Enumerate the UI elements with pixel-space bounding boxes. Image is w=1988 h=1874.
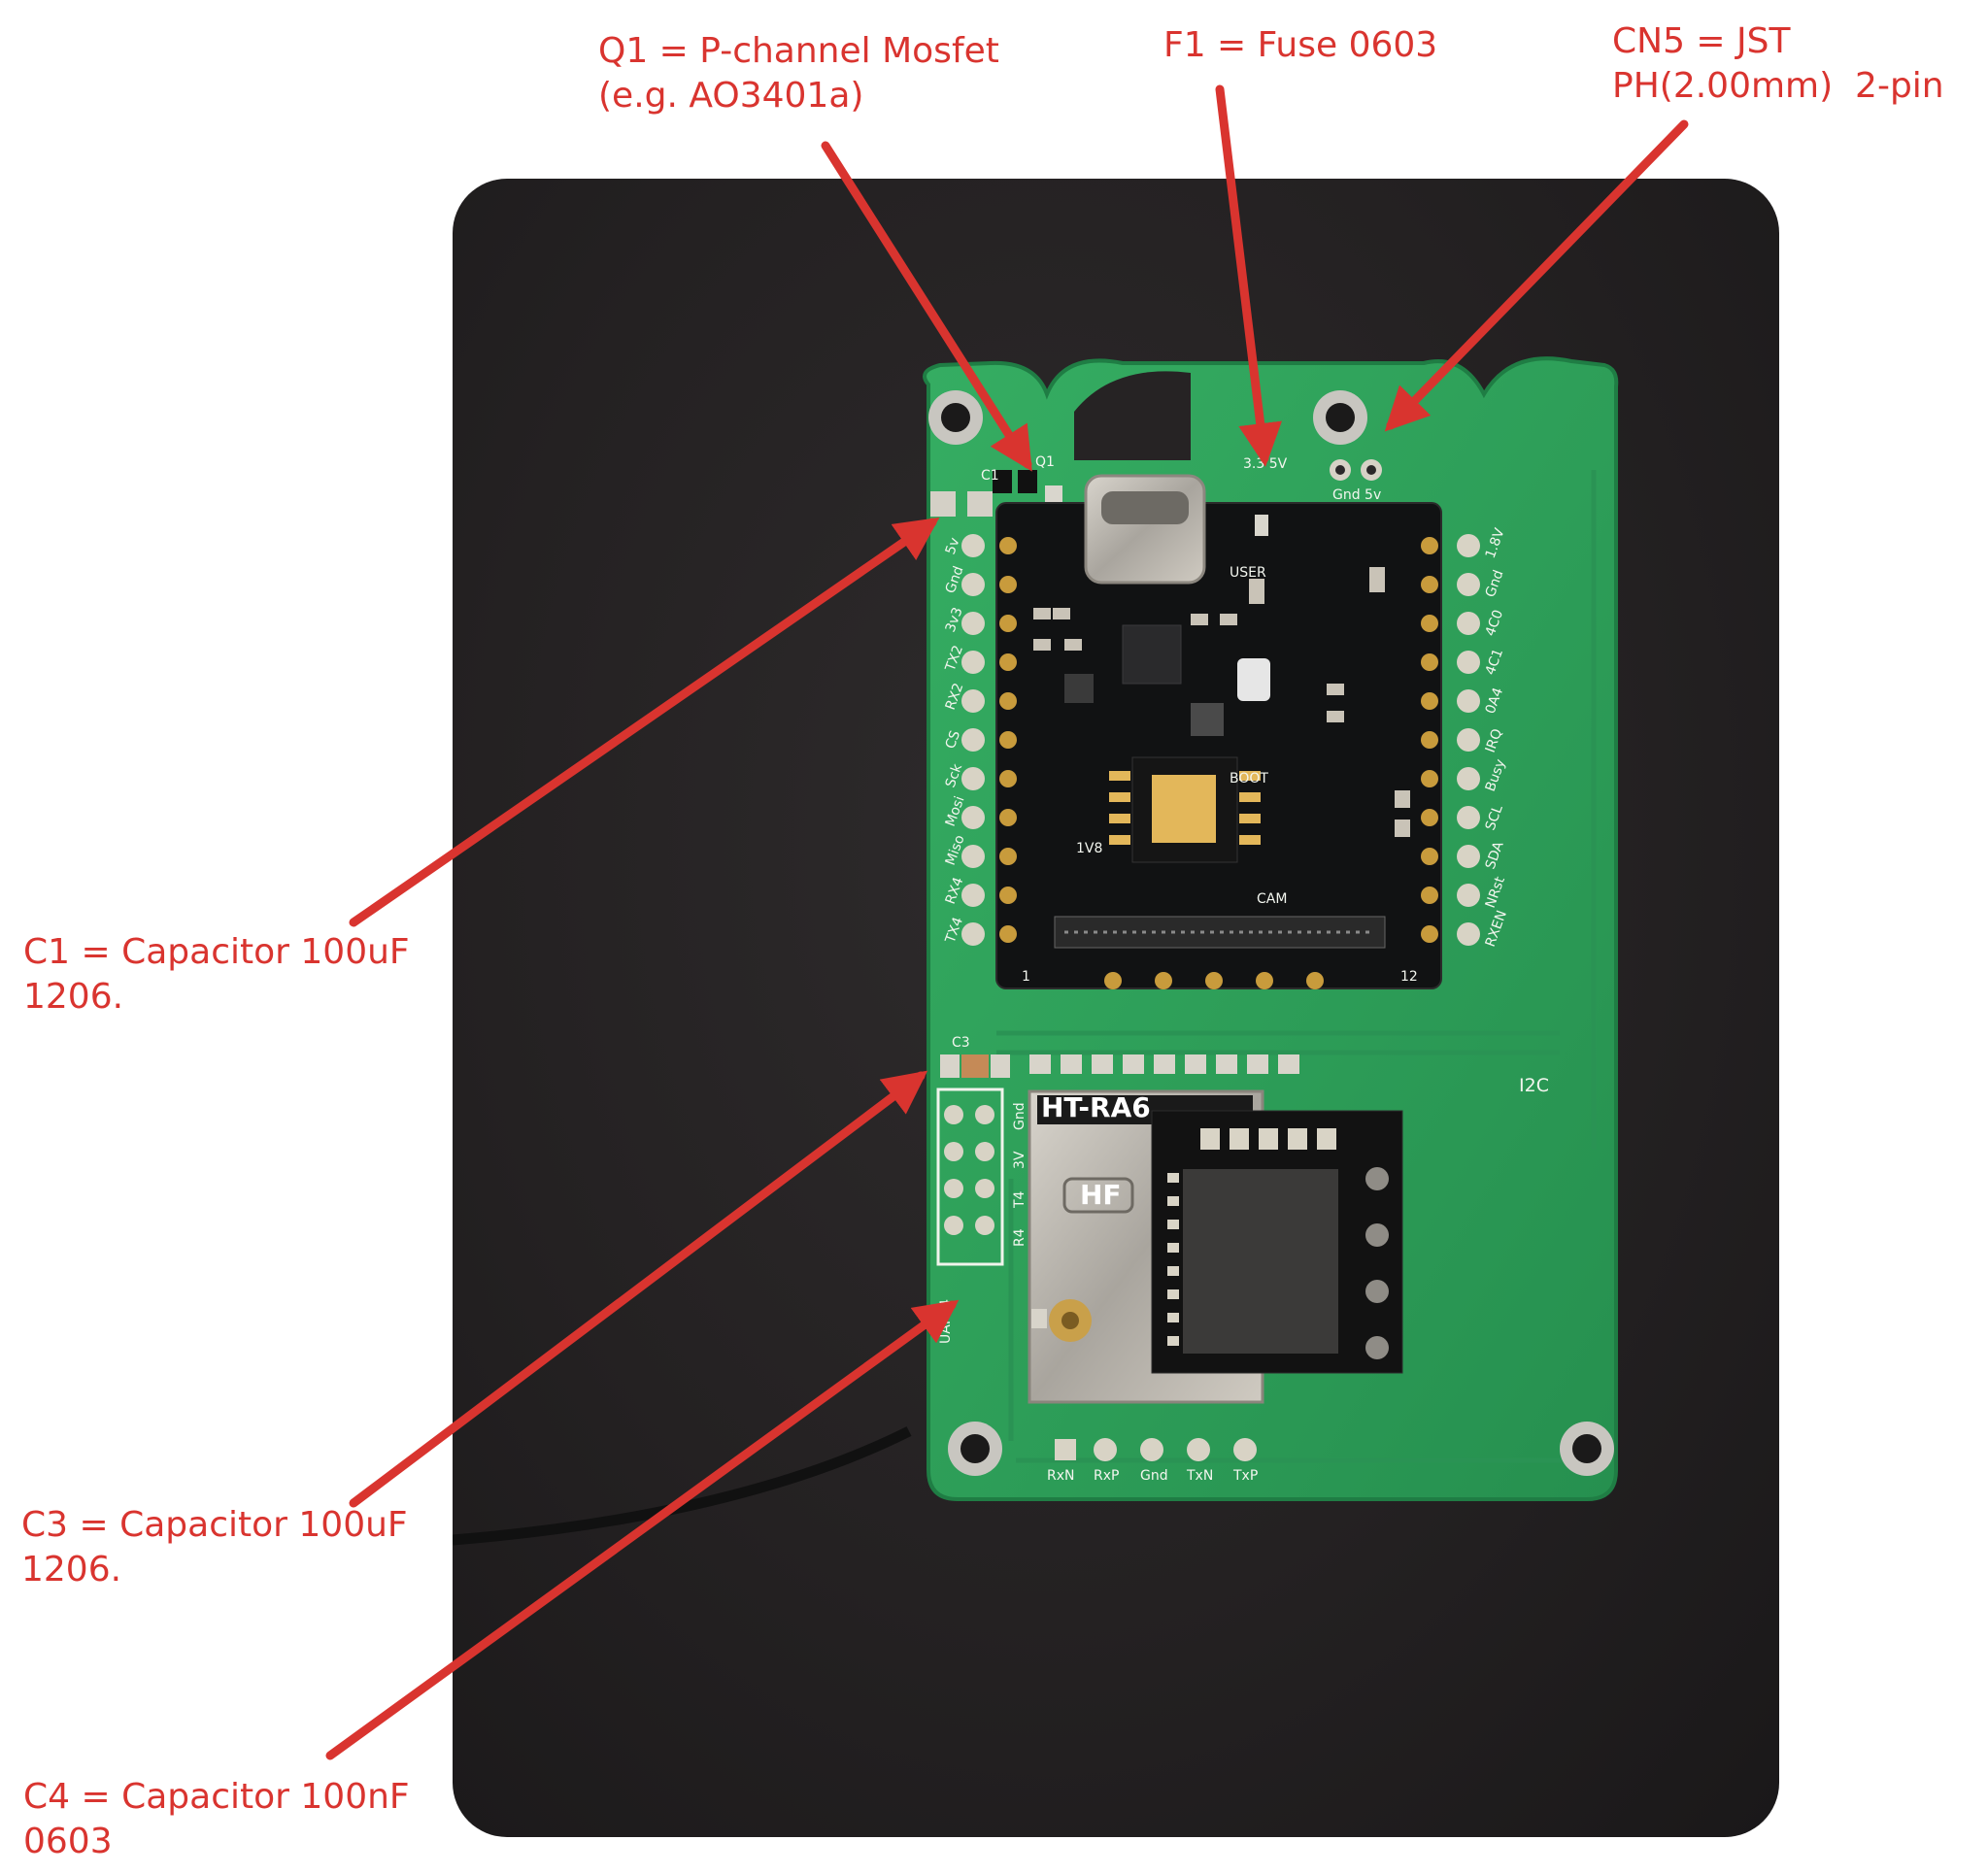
usb-c-opening: [1101, 491, 1189, 524]
lora-pads: [1029, 1054, 1299, 1074]
c3-pad: [940, 1054, 960, 1078]
arrow-f1: [1215, 84, 1283, 467]
bottom-pin-label: TxP: [1232, 1468, 1258, 1484]
silk-i2c: I2C: [1519, 1075, 1549, 1096]
arrow-c3: [349, 1070, 928, 1508]
silk-q1: Q1: [1035, 454, 1055, 470]
q1-part: [993, 470, 1012, 493]
c3-pad: [991, 1054, 1010, 1078]
annotation-c3: C3 = Capacitor 100uF 1206.: [21, 1505, 408, 1590]
silk-pin-1: 1: [1022, 969, 1030, 985]
arrow-cn5: [1384, 119, 1689, 432]
left-pin-label: 5v: [943, 536, 963, 557]
pcb-traces: [996, 470, 1597, 1463]
left-pin-label: CS: [943, 728, 963, 751]
silk-pin-12: 12: [1400, 969, 1418, 985]
silk-boot: BOOT: [1230, 771, 1268, 786]
annotation-f1: F1 = Fuse 0603: [1163, 25, 1438, 65]
uart-pin-label: T4: [1012, 1190, 1028, 1209]
mounting-holes: [928, 390, 1614, 1476]
smd-parts: [1033, 567, 1410, 837]
chip: [1122, 624, 1182, 685]
annotation-c4: C4 = Capacitor 100nF 0603: [23, 1777, 410, 1861]
mcu-chip-legs: [1109, 771, 1261, 845]
lora-chip-pads: [1167, 1173, 1179, 1346]
annotation-c1: C1 = Capacitor 100uF 1206.: [23, 932, 410, 1017]
q1-part: [1018, 470, 1037, 493]
antenna-cable: [453, 1426, 912, 1546]
c4-pad: [1031, 1309, 1047, 1328]
arrow-q1: [821, 141, 1032, 472]
lora-module-badge: HF: [1080, 1179, 1122, 1211]
c3-part: [961, 1054, 989, 1078]
arrow-c1: [349, 517, 940, 927]
mcu-module: [995, 502, 1442, 989]
bottom-header-pins: [1055, 1438, 1257, 1461]
boot-button: [1237, 658, 1270, 701]
chip: [1064, 674, 1094, 703]
silk-cam: CAM: [1257, 891, 1287, 907]
chip: [1191, 703, 1224, 736]
uart-pin-label: Gnd: [1012, 1102, 1028, 1130]
castellations: [999, 537, 1438, 989]
lora-chip: [1183, 1169, 1338, 1354]
lora-top-pads: [1200, 1128, 1336, 1150]
bottom-pin-labels: RxN RxP Gnd TxN TxP: [1047, 1468, 1258, 1484]
silk-c1: C1: [981, 468, 999, 484]
annotation-cn5: CN5 = JST PH(2.00mm) 2-pin: [1612, 21, 1944, 106]
bottom-pin-label: RxN: [1047, 1468, 1075, 1484]
right-pin-label: IRQ: [1483, 727, 1506, 755]
c1-pad: [967, 491, 993, 517]
lora-module-badge-frame: [1062, 1177, 1134, 1214]
bottom-pin-label: Gnd: [1140, 1468, 1168, 1484]
uart-pin-label: R4: [1012, 1228, 1028, 1247]
bottom-pin-label: TxN: [1186, 1468, 1213, 1484]
annotation-q1: Q1 = P-channel Mosfet (e.g. AO3401a): [598, 31, 999, 116]
uart-pin-label: 3V: [1012, 1151, 1028, 1169]
arrow-c4: [325, 1299, 960, 1760]
lora-module-brand: HT-RA6: [1041, 1091, 1151, 1123]
bottom-pin-label: RxP: [1094, 1468, 1119, 1484]
silk-cn5-pins: Gnd 5v: [1332, 487, 1381, 503]
silk-c3: C3: [952, 1035, 970, 1051]
f1-fuse: [1255, 515, 1268, 536]
header-pins: [961, 534, 1480, 946]
c1-pad: [930, 491, 956, 517]
ufl-connector-center: [1061, 1312, 1079, 1329]
uart-header-pins: [944, 1105, 994, 1235]
lora-side-pins: [1365, 1167, 1389, 1359]
silk-1v8: 1V8: [1076, 841, 1102, 856]
mcu-chip-pad: [1152, 775, 1216, 843]
silk-user: USER: [1230, 565, 1266, 581]
pcb-notch: [1074, 371, 1191, 460]
uart-header-outline: [936, 1088, 1004, 1266]
cn5-pads: [1330, 459, 1382, 481]
